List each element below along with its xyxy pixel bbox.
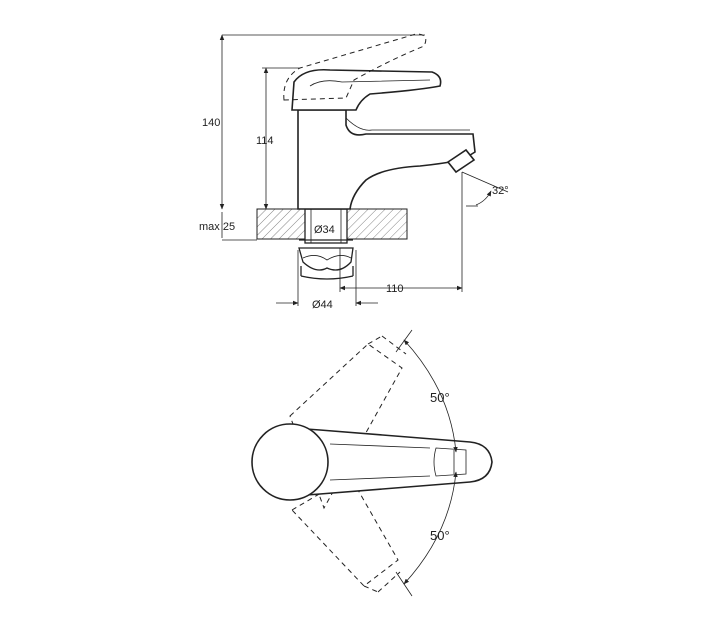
lever-handle-raised [283,33,427,101]
lever-left-position [289,335,407,510]
angle-right: 50° [430,528,450,543]
dim-spout-height: 114 [256,135,274,147]
mounting-nut [298,208,354,280]
side-view: 140 114 max 25 Ø34 110 Ø44 32° [199,33,509,311]
dim-spout-angle: 32° [492,185,509,197]
lever-right-position [291,475,401,593]
countertop-section [256,208,408,240]
dim-projection: 110 [386,283,404,295]
lever-handle [291,68,442,111]
dim-total-height: 140 [202,117,220,129]
faucet-body [297,109,476,210]
dim-base-diameter: Ø44 [312,299,333,311]
angle-left: 50° [430,390,450,405]
dim-max-mounting: max 25 [199,221,235,233]
base-circle [251,423,329,501]
top-view: 50° 50° [251,329,493,597]
dim-mount-hole: Ø34 [314,224,335,236]
